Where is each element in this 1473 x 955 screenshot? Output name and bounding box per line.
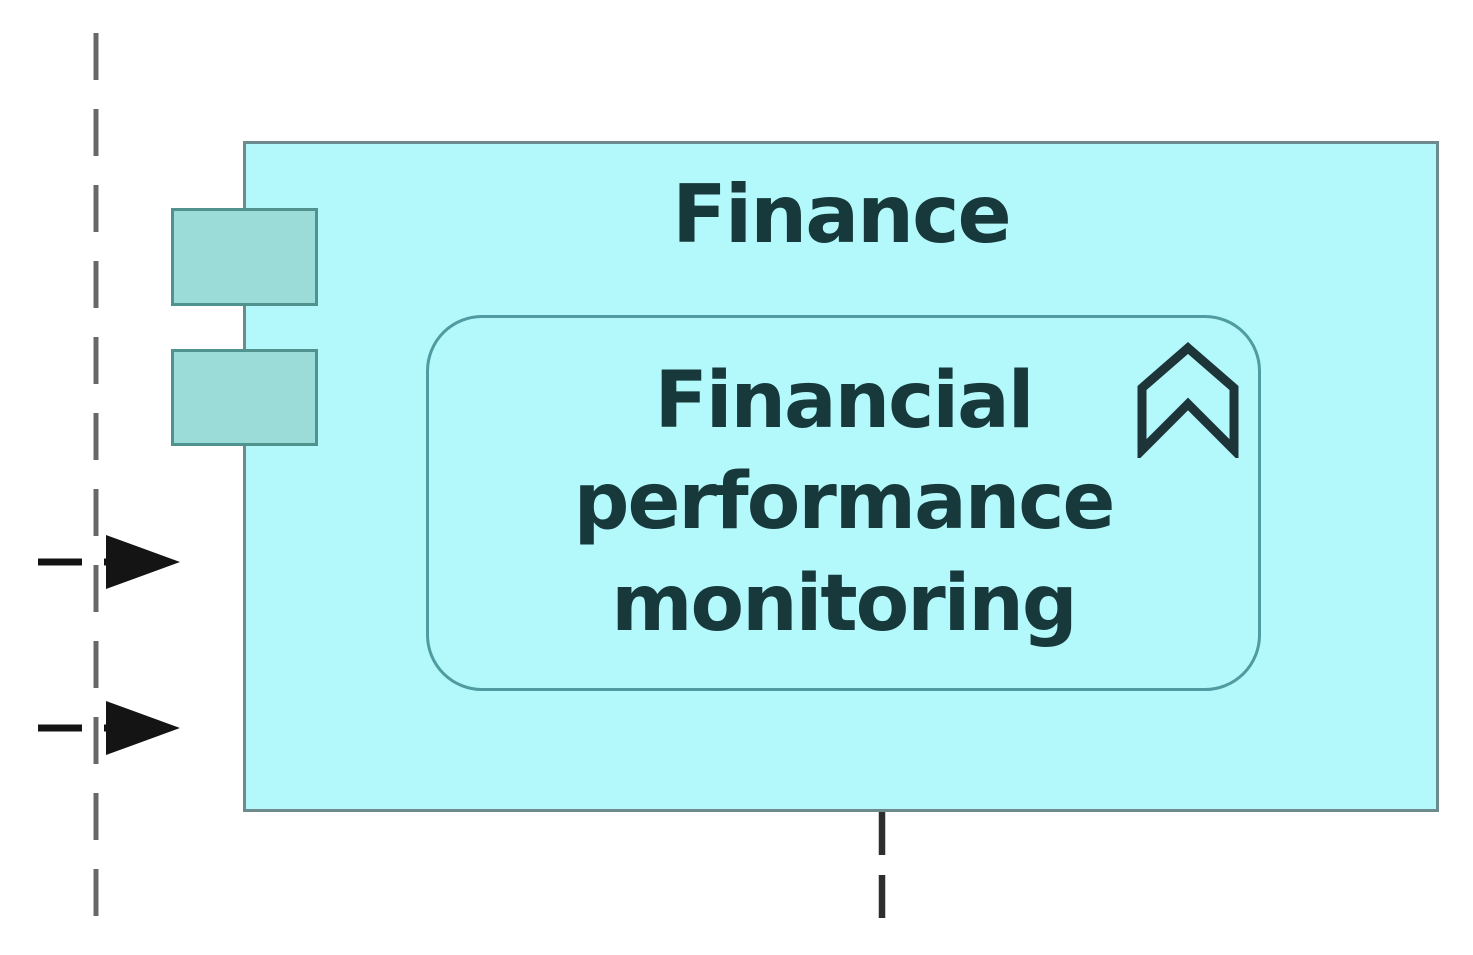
- component-port-top[interactable]: [171, 208, 318, 306]
- financial-performance-monitoring-function[interactable]: Financial performance monitoring: [426, 315, 1261, 691]
- incoming-flow-arrow-bottom: [38, 701, 180, 755]
- incoming-flow-arrow-top: [38, 535, 180, 589]
- arrowhead-icon: [106, 535, 180, 589]
- chevron-outline: [1137, 342, 1239, 458]
- component-port-bottom[interactable]: [171, 349, 318, 446]
- bottom-connector-dashed-line: [878, 812, 886, 918]
- function-label: Financial performance monitoring: [573, 355, 1116, 649]
- arrowhead-icon: [106, 701, 180, 755]
- component-title: Finance: [672, 168, 1012, 261]
- left-boundary-dashed-line: [93, 33, 99, 918]
- finance-component[interactable]: Finance Financial performance monitoring: [243, 141, 1439, 812]
- business-function-chevron-icon: [1137, 342, 1239, 458]
